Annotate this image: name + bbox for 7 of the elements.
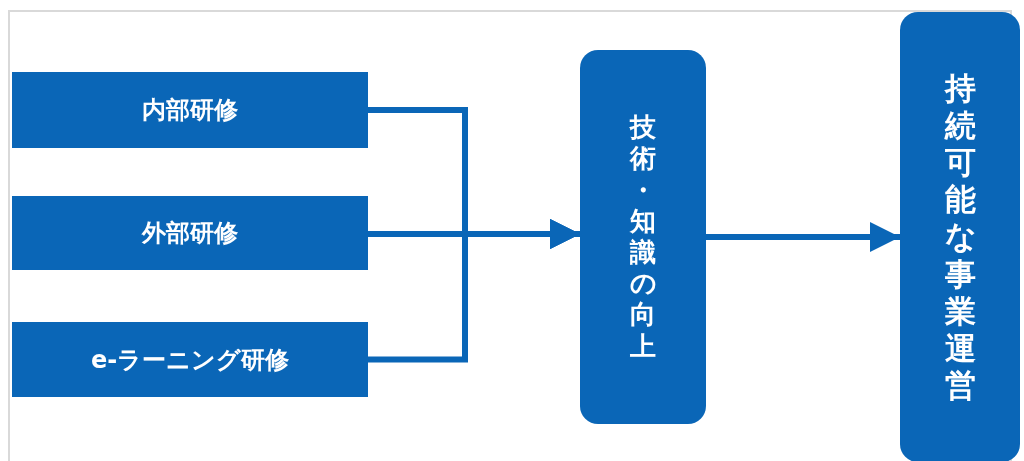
result-box: 技術・知識の向上	[580, 50, 706, 424]
arrow	[368, 219, 580, 363]
training-box: e-ラーニング研修	[12, 322, 368, 397]
arrow	[706, 222, 900, 252]
training-box: 内部研修	[12, 72, 368, 148]
result-box: 持続可能な事業運営	[900, 12, 1020, 461]
training-box: 外部研修	[12, 196, 368, 270]
